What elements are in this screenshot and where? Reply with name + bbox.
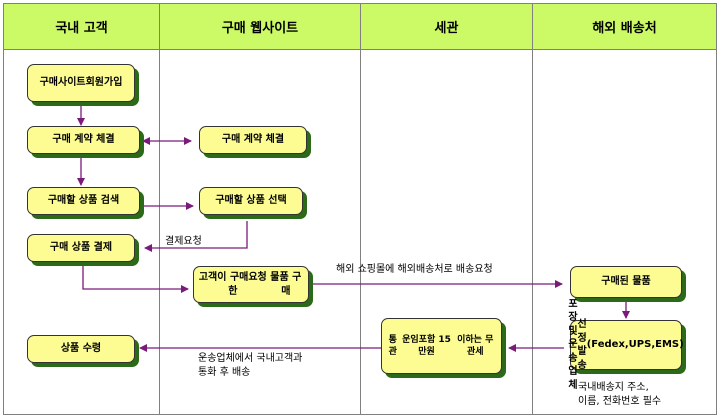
arrow-payment-request bbox=[144, 221, 248, 252]
box-select: 구매할 상품 선택 bbox=[199, 187, 303, 215]
box-payment: 구매 상품 결제 bbox=[27, 234, 135, 262]
box-bought: 구매된 물품 bbox=[570, 266, 682, 298]
box-clearance: 통관 운임포함 15만원 이하는 무관세 bbox=[381, 318, 502, 374]
box-signup: 구매사이트 회원가입 bbox=[27, 64, 135, 102]
box-contract: 구매 계약 체결 bbox=[27, 126, 140, 154]
lane-border-left bbox=[3, 3, 4, 415]
note-delivery: 운송업체에서 국내고객과 통화 후 배송 bbox=[198, 353, 303, 378]
box-pack: 포장 및 운송업체 선정 발송 (Fedex,UPS,EMS) bbox=[568, 298, 684, 391]
lane-divider-1 bbox=[159, 3, 160, 415]
bottom-border bbox=[3, 414, 717, 415]
lane-divider-2 bbox=[360, 3, 361, 415]
lane-border-right bbox=[716, 3, 717, 415]
lane-header-customer: 국내 고객 bbox=[3, 3, 160, 50]
lane-header-customs: 세관 bbox=[360, 3, 533, 50]
box-search: 구매할 상품 검색 bbox=[27, 187, 140, 215]
arrow-payment-to-purchase bbox=[82, 264, 189, 293]
lane-header-forwarder: 해외 배송처 bbox=[532, 3, 717, 50]
box-contract-site: 구매 계약 체결 bbox=[199, 126, 307, 154]
box-receive: 상품 수령 bbox=[27, 335, 135, 363]
lane-divider-3 bbox=[532, 3, 533, 415]
note-pay-request: 결제요청 bbox=[165, 236, 202, 247]
note-address: 국내배송지 주소, 이름, 전화번호 필수 bbox=[578, 382, 662, 407]
box-purchase: 고객이 구매요청한 물품 구매 bbox=[193, 266, 309, 303]
note-ship-request: 해외 쇼핑몰에 해외배송처로 배송요청 bbox=[336, 264, 493, 275]
